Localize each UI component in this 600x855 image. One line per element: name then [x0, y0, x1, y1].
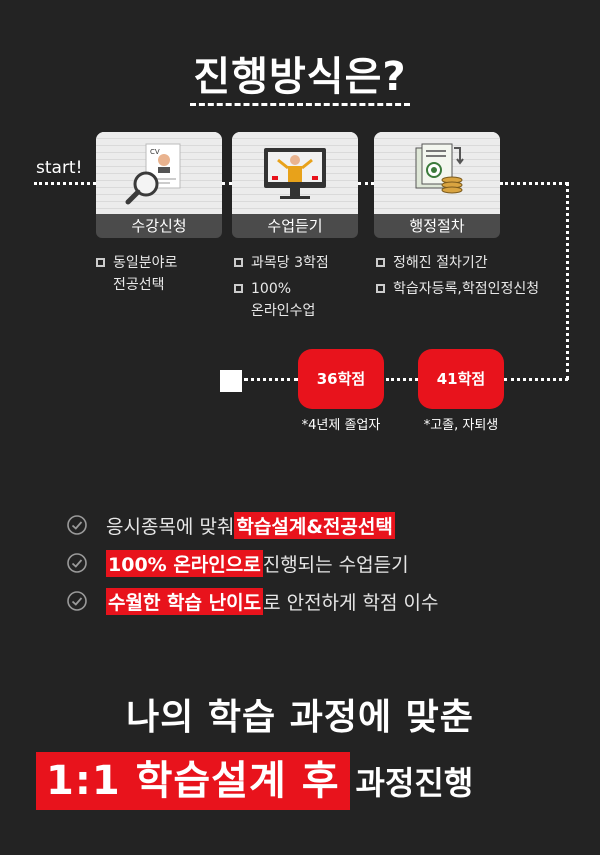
checkbox-square-icon	[234, 258, 243, 267]
online-lecture-icon	[264, 148, 326, 199]
highlight-text: 학습설계&전공선택	[234, 511, 395, 539]
step-card-class: 수업듣기	[232, 132, 358, 238]
bottom-subheadline: 1:1 학습설계 후 과정진행	[36, 752, 473, 810]
step-bullets-admin: 정해진 절차기간 학습자등록,학점인정신청	[376, 252, 539, 300]
flow-line-41-36	[386, 378, 418, 381]
step-bullets-enroll: 동일분야로 전공선택	[96, 252, 177, 296]
checkbox-square-icon	[376, 284, 385, 293]
flow-line-3-right	[500, 182, 568, 185]
highlight-text: 수월한 학습 난이도	[106, 587, 264, 615]
bottom-headline: 나의 학습 과정에 맞춘	[126, 697, 474, 738]
list-item: 100% 온라인으로 진행되는 수업듣기	[66, 544, 439, 582]
step-card-admin: 행정절차	[374, 132, 500, 238]
list-item: 정해진 절차기간	[376, 252, 539, 274]
check-circle-icon	[67, 553, 87, 573]
feature-check-list: 응시종목에 맞춰 학습설계&전공선택 100% 온라인으로 진행되는 수업듣기 …	[66, 506, 439, 620]
list-item: 학습자등록,학점인정신청	[376, 278, 539, 300]
flow-line-1-2	[222, 182, 232, 185]
list-item: 동일분야로 전공선택	[96, 252, 177, 296]
list-item: 응시종목에 맞춰 학습설계&전공선택	[66, 506, 439, 544]
credit-note-41: *고졸, 자퇴생	[423, 418, 499, 433]
step-bullets-class: 과목당 3학점 100% 온라인수업	[234, 252, 329, 322]
end-marker	[220, 370, 242, 392]
flow-line-36-end	[244, 378, 298, 381]
highlight-text: 100% 온라인으로	[106, 549, 263, 577]
documents-coins-icon	[415, 143, 464, 194]
credit-note-36: *4년제 졸업자	[301, 418, 381, 433]
svg-text:CV: CV	[150, 148, 160, 156]
credit-badge-36: 36학점	[298, 349, 384, 409]
step-label-class: 수업듣기	[232, 214, 358, 238]
checkbox-square-icon	[234, 284, 243, 293]
start-label: start!	[36, 158, 83, 178]
flow-line-start	[34, 182, 96, 185]
step-label-enroll: 수강신청	[96, 214, 222, 238]
list-item: 수월한 학습 난이도 로 안전하게 학점 이수	[66, 582, 439, 620]
flow-line-2-3	[358, 182, 374, 185]
checkbox-square-icon	[96, 258, 105, 267]
checkbox-square-icon	[376, 258, 385, 267]
step-label-admin: 행정절차	[374, 214, 500, 238]
list-item: 100% 온라인수업	[234, 278, 329, 322]
check-circle-icon	[67, 591, 87, 611]
list-item: 과목당 3학점	[234, 252, 329, 274]
cv-magnifier-icon: CV	[125, 143, 181, 205]
flow-line-to-41	[504, 378, 568, 381]
step-card-enroll: CV 수강신청	[96, 132, 222, 238]
bottom-highlight: 1:1 학습설계 후	[36, 752, 350, 810]
page-title: 진행방식은?	[193, 54, 407, 100]
check-circle-icon	[67, 515, 87, 535]
flow-line-right-vertical	[566, 182, 569, 380]
title-underline	[190, 103, 410, 106]
bottom-suffix: 과정진행	[355, 764, 474, 802]
credit-badge-41: 41학점	[418, 349, 504, 409]
